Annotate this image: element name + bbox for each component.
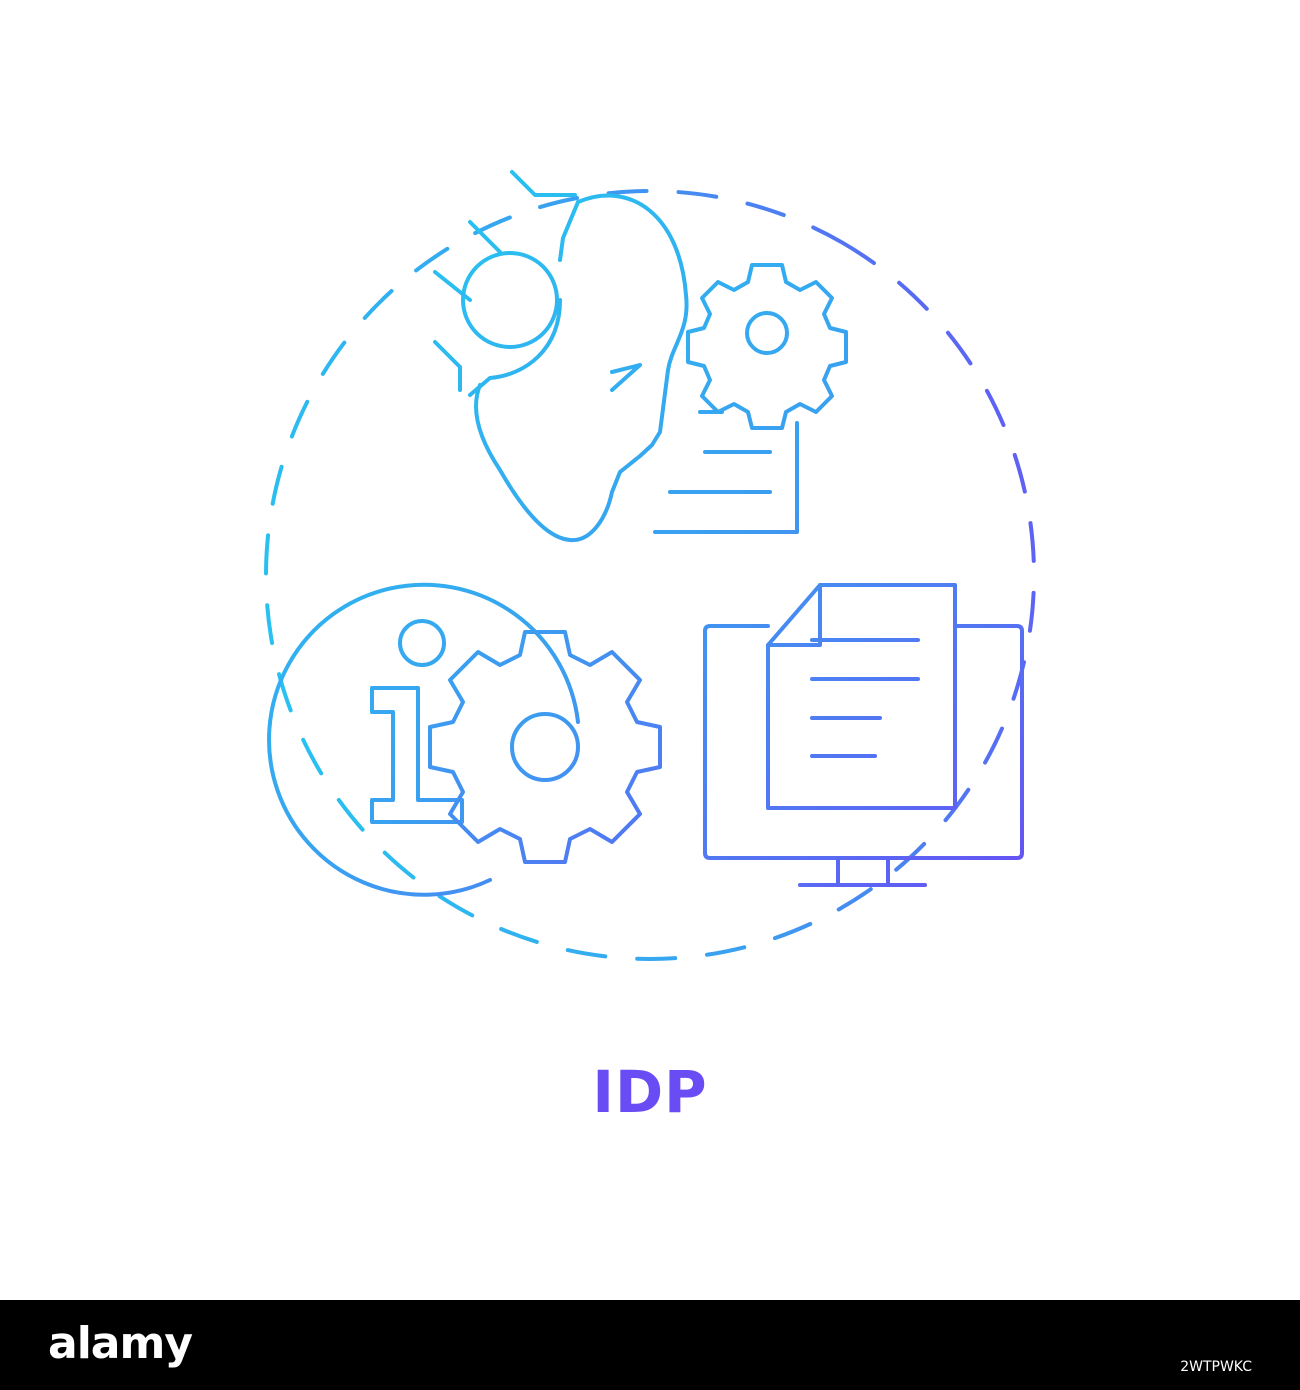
info-icon (267, 582, 662, 897)
watermark-footer: alamy 2WTPWKC (0, 1300, 1300, 1390)
robot-head-icon (433, 170, 689, 543)
dashed-circle-frame (264, 189, 1036, 961)
gear-icon (686, 263, 848, 430)
footer-image-id: 2WTPWKC (1180, 1359, 1252, 1375)
document-icon (653, 410, 799, 534)
idp-illustration (264, 170, 1036, 961)
page-title: IDP (592, 1058, 708, 1126)
monitor-document-icon (703, 583, 1024, 887)
footer-brand-logo: alamy (48, 1318, 193, 1369)
